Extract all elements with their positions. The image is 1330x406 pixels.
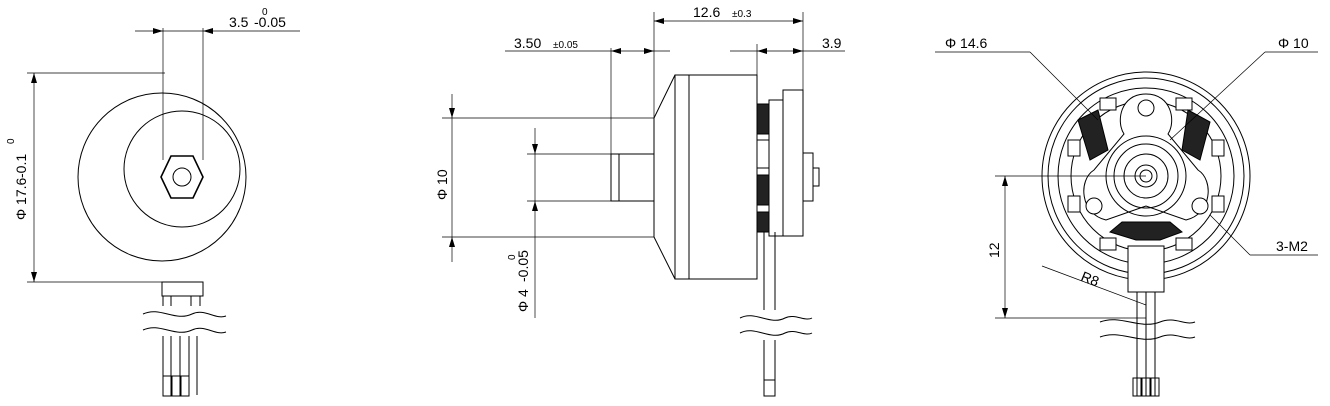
front-outer-circle xyxy=(77,92,247,262)
side-shaft-diameter-tol-upper: 0 xyxy=(507,254,518,260)
front-lead-wires xyxy=(142,281,227,397)
side-can-taper xyxy=(653,74,676,280)
front-shaft-bore xyxy=(172,167,192,187)
side-shaft xyxy=(610,153,655,202)
side-mount-value: 3.9 xyxy=(822,35,842,51)
side-shaft-diameter-tol-lower: -0.05 xyxy=(515,250,531,282)
front-diameter-dimension xyxy=(27,72,165,283)
front-shaft-hex xyxy=(160,155,204,199)
rear-leaders xyxy=(935,51,1318,306)
rear-height-dimension xyxy=(995,175,1146,319)
side-mount-dimension xyxy=(730,44,845,100)
front-shaft-flat-tol-lower: -0.05 xyxy=(254,14,286,30)
rear-coils xyxy=(1077,109,1211,241)
side-boss-diameter-value: Φ 10 xyxy=(434,169,450,200)
front-shaft-flat-dimension xyxy=(135,28,300,160)
front-diameter-tol-lower: -0.1 xyxy=(13,154,29,178)
side-shaft-diameter-value: Φ 4 xyxy=(515,289,531,312)
front-shaft-flat-tol-upper: 0 xyxy=(262,7,268,18)
side-view: 12.6 ±0.3 3.50 ±0.05 3.9 Φ 10 xyxy=(434,4,845,397)
side-overall-length-value: 12.6 xyxy=(693,4,720,20)
rear-hub-plate xyxy=(1083,93,1209,221)
side-stator-coils xyxy=(756,99,784,237)
front-diameter-tol-upper: 0 xyxy=(6,138,17,144)
rear-lead-wires xyxy=(1099,245,1196,397)
side-shaft-length-dimension xyxy=(505,48,670,154)
front-inner-circle xyxy=(123,110,241,228)
side-overall-length-dimension xyxy=(653,12,804,118)
rear-view: 12 Φ 14.6 Φ 10 3-M2 R8 xyxy=(935,35,1318,397)
side-shaft-length-tol: ±0.05 xyxy=(553,40,578,51)
side-shaft-length-value: 3.50 xyxy=(514,35,541,51)
rear-hub-diameter-value: Φ 10 xyxy=(1278,35,1309,51)
front-diameter-value: Φ 17.6 xyxy=(13,177,29,220)
side-shaft-diameter-dimension xyxy=(527,128,611,318)
side-lead-wires xyxy=(739,232,813,397)
side-mount-plate xyxy=(782,89,804,237)
rear-mount-hole-top xyxy=(1137,99,1155,117)
rear-radius-value: R8 xyxy=(1079,268,1102,290)
side-overall-length-tol: ±0.3 xyxy=(732,9,752,20)
rear-stator-windows xyxy=(1067,97,1225,251)
front-view: 3.5 0 -0.05 Φ 17.6 -0.1 0 xyxy=(6,7,300,397)
front-shaft-flat-value: 3.5 xyxy=(229,14,249,30)
rear-mount-hole-left xyxy=(1085,197,1103,215)
rear-height-value: 12 xyxy=(986,242,1002,258)
side-boss-diameter-dimension xyxy=(442,94,654,262)
rear-mount-hole-right xyxy=(1191,197,1209,215)
side-can-body xyxy=(674,74,758,280)
rear-mount-holes-value: 3-M2 xyxy=(1276,238,1308,254)
rear-outer-diameter-value: Φ 14.6 xyxy=(945,35,988,51)
